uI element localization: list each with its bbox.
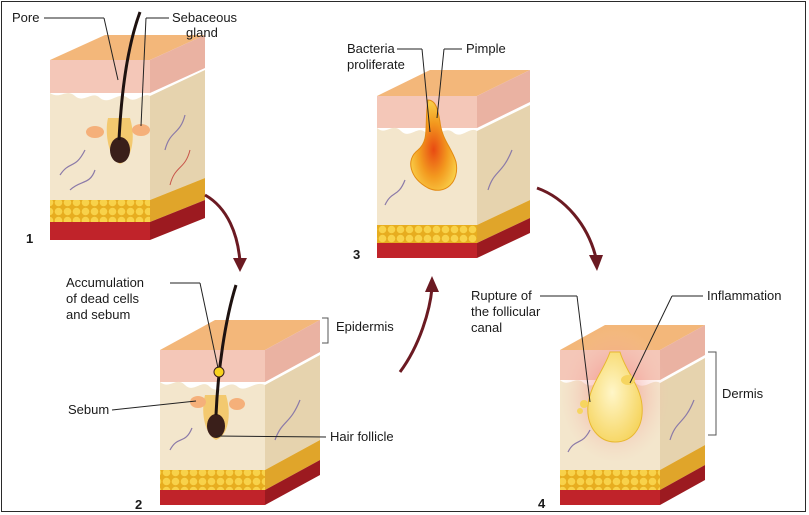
label-sebum: Sebum — [68, 402, 109, 417]
panel-number-4: 4 — [538, 496, 546, 511]
label-accumulation-line3: and sebum — [66, 307, 130, 322]
panel-4: Rupture of the follicular canal Inflamma… — [471, 288, 781, 511]
label-accumulation-line1: Accumulation — [66, 275, 144, 290]
panel-3: Bacteria proliferate Pimple 3 — [347, 41, 530, 262]
panel-1: Pore Sebaceous gland 1 — [12, 10, 238, 246]
panel-2: Accumulation of dead cells and sebum Epi… — [66, 275, 394, 512]
panel-number-3: 3 — [353, 247, 360, 262]
label-pore: Pore — [12, 10, 39, 25]
label-rupture-line1: Rupture of — [471, 288, 532, 303]
label-dermis: Dermis — [722, 386, 764, 401]
label-hair-follicle: Hair follicle — [330, 429, 394, 444]
label-sebaceous-gland-line1: Sebaceous — [172, 10, 238, 25]
arrow-1-to-2 — [205, 195, 240, 262]
label-accumulation-line2: of dead cells — [66, 291, 139, 306]
label-pimple: Pimple — [466, 41, 506, 56]
label-bacteria-line1: Bacteria — [347, 41, 395, 56]
label-inflammation: Inflammation — [707, 288, 781, 303]
skin-block-2 — [160, 320, 320, 505]
label-rupture-line3: canal — [471, 320, 502, 335]
label-epidermis: Epidermis — [336, 319, 394, 334]
panel-number-1: 1 — [26, 231, 33, 246]
arrow-3-to-4 — [537, 188, 596, 258]
panel-number-2: 2 — [135, 497, 142, 512]
arrow-2-to-3 — [400, 288, 432, 372]
label-bacteria-line2: proliferate — [347, 57, 405, 72]
label-sebaceous-gland-line2: gland — [186, 25, 218, 40]
label-rupture-line2: the follicular — [471, 304, 541, 319]
